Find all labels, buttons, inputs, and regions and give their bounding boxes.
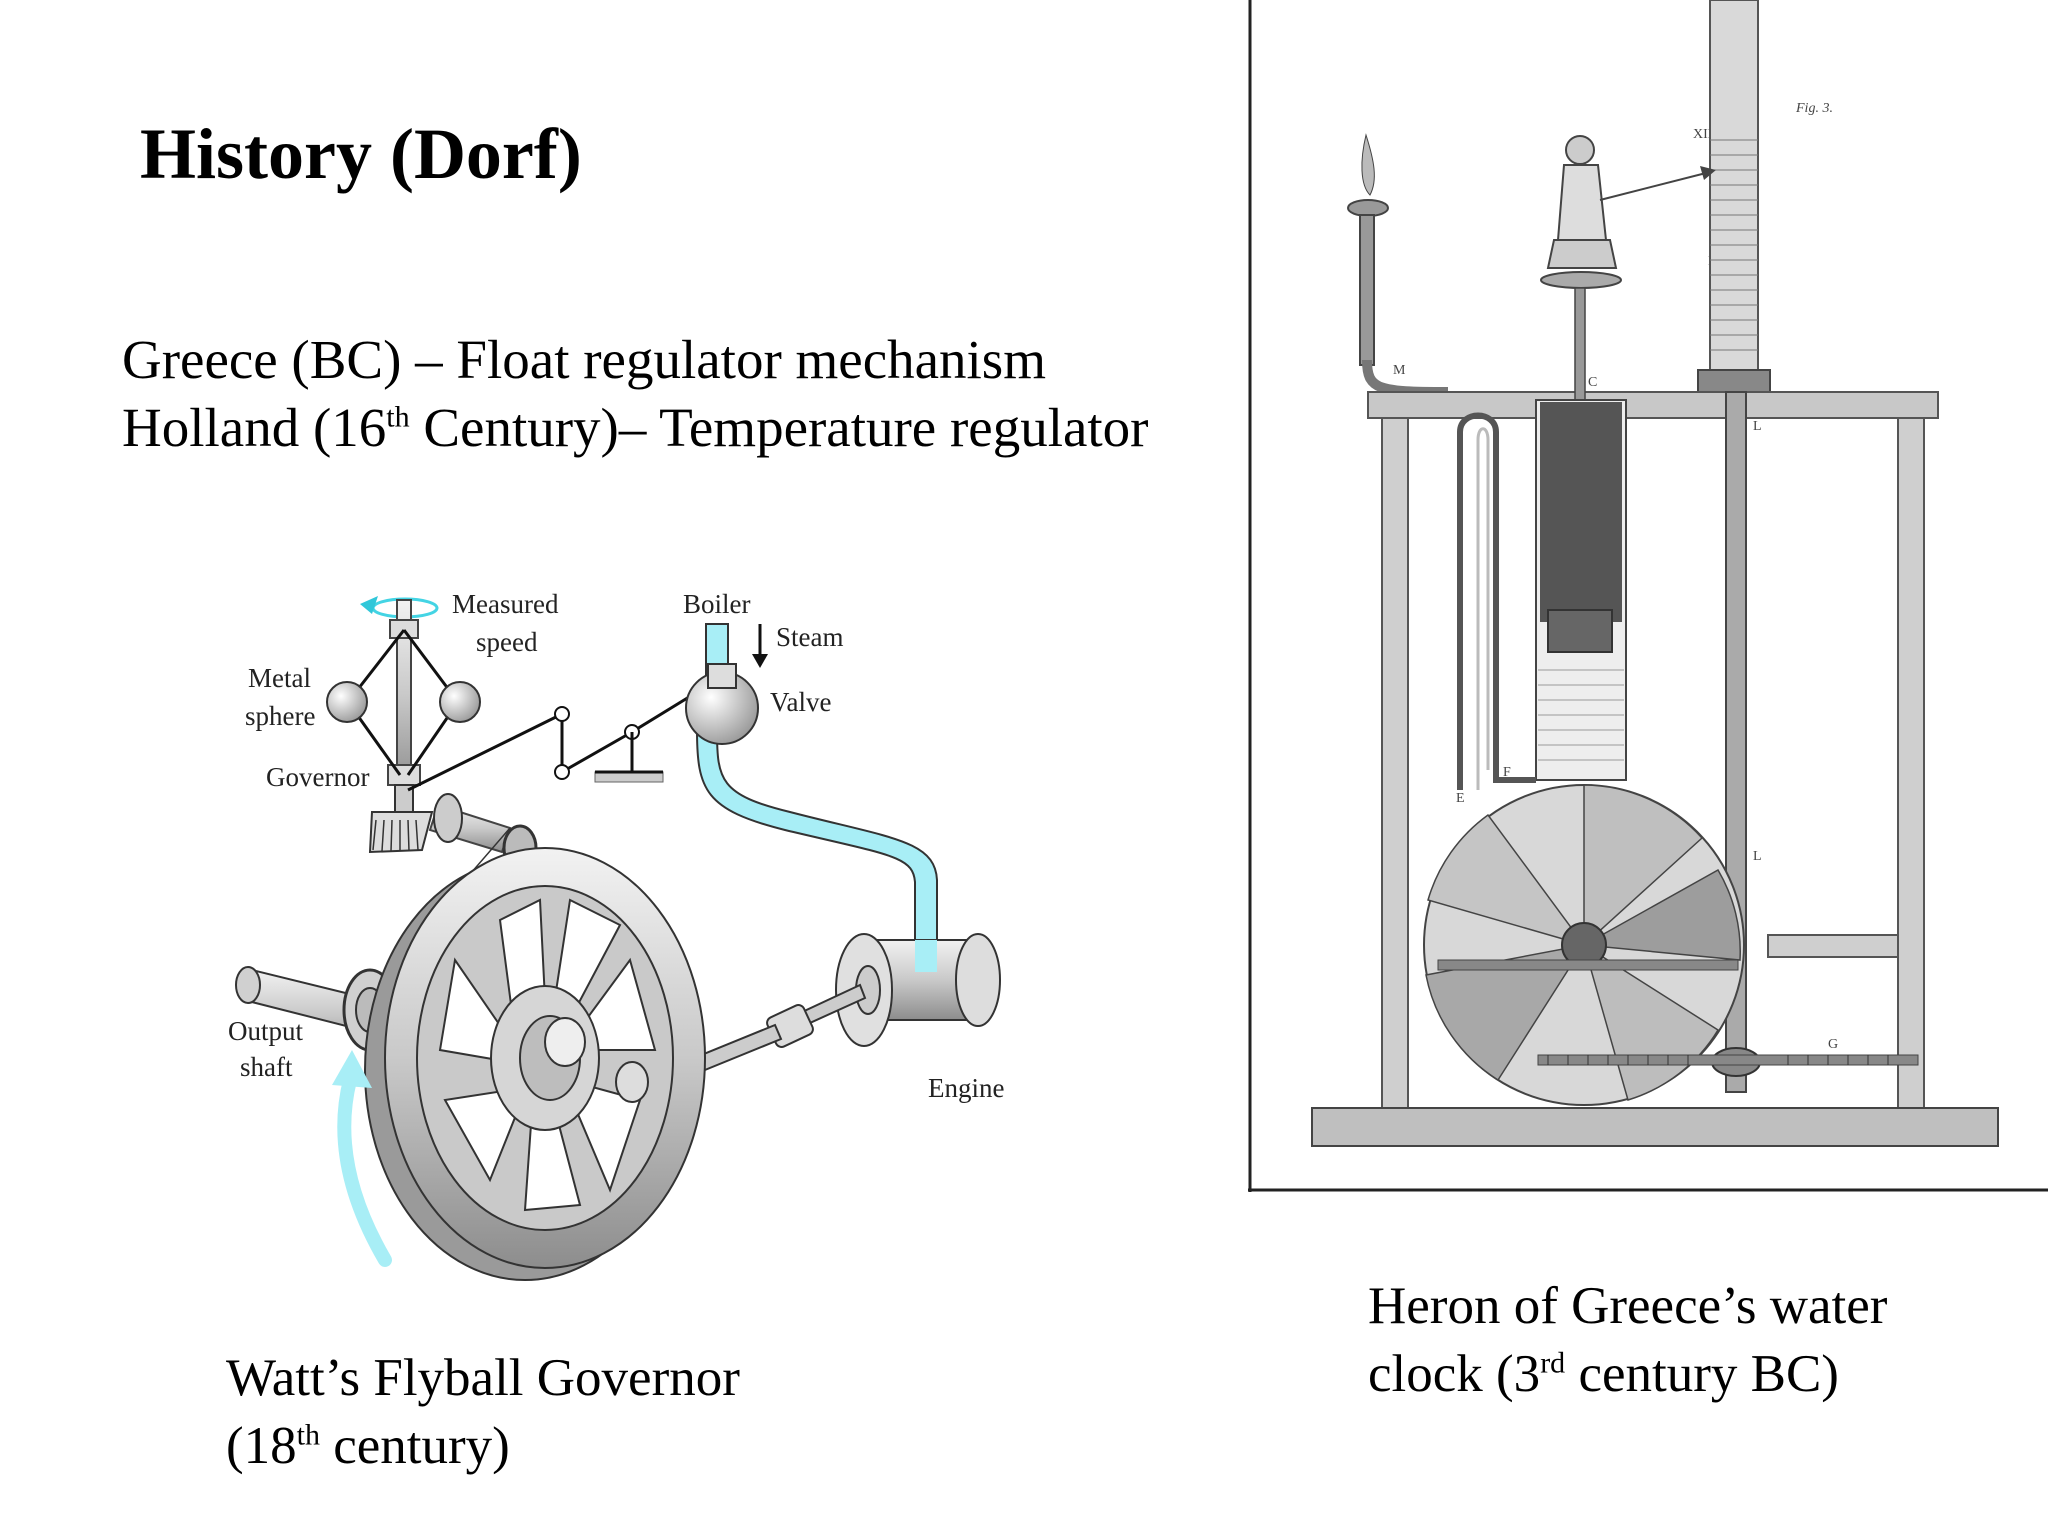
- label-e: E: [1456, 791, 1465, 806]
- water-clock-caption: Heron of Greece’s water clock (3rd centu…: [1368, 1272, 1887, 1408]
- flyball-governor-illustration: Measured speed Boiler Steam Metal sphere…: [228, 589, 1004, 1281]
- clock-frame-top: [1367, 391, 1939, 419]
- label-l2: L: [1753, 849, 1762, 864]
- label-xii: XII: [1693, 127, 1713, 142]
- label-metal: Metal: [248, 663, 311, 693]
- governor-caption-line2-end: century): [320, 1417, 510, 1475]
- history-line-greece-text: Greece (BC) – Float regulator mechanism: [122, 329, 1046, 390]
- steam-pipe: [695, 729, 938, 971]
- figure-pointer: [1540, 135, 1716, 289]
- water-clock-caption-line2: clock (3rd century BC): [1368, 1340, 1887, 1408]
- clock-frame-left-post: [1381, 417, 1409, 1109]
- label-measured: Measured: [452, 589, 559, 619]
- label-sphere: sphere: [245, 701, 315, 731]
- siphon-tube: [1457, 412, 1536, 790]
- clock-frame-right-post: [1897, 417, 1925, 1109]
- label-steam: Steam: [776, 622, 844, 652]
- water-clock-engraving: Fig. 3. XII I M B C L D E F K L I H G: [1248, 0, 2048, 1192]
- steam-arrow-icon: [752, 654, 768, 668]
- governor-caption-line2: (18th century): [226, 1412, 740, 1480]
- water-clock-caption-line2-start: clock (3: [1368, 1345, 1541, 1403]
- label-l1: L: [1753, 419, 1762, 434]
- label-shaft: shaft: [240, 1052, 293, 1082]
- label-valve: Valve: [770, 687, 831, 717]
- governor-caption-line1: Watt’s Flyball Governor: [226, 1349, 740, 1407]
- gear-rack-lower: [1537, 1054, 1919, 1066]
- label-c: C: [1588, 375, 1597, 390]
- governor-caption: Watt’s Flyball Governor (18th century): [226, 1344, 740, 1480]
- clock-base: [1311, 1107, 1999, 1147]
- metal-sphere-left: [326, 681, 368, 723]
- label-governor: Governor: [266, 762, 369, 792]
- flywheel: [364, 847, 706, 1281]
- label-boiler: Boiler: [683, 589, 751, 619]
- label-f: F: [1503, 765, 1511, 780]
- governor-caption-line2-sup: th: [296, 1418, 320, 1452]
- water-clock-caption-line2-end: century BC): [1565, 1345, 1839, 1403]
- slide-title: History (Dorf): [140, 114, 582, 194]
- candle-flame-icon: [1361, 133, 1375, 196]
- label-engine: Engine: [928, 1073, 1004, 1103]
- water-clock-caption-line2-sup: rd: [1540, 1346, 1566, 1380]
- label-output: Output: [228, 1016, 304, 1046]
- history-line-holland-text-end: Century)– Temperature regulator: [409, 397, 1149, 458]
- flywheel-rotation-arrow-icon: [337, 1073, 392, 1267]
- gear-rack-upper: [1437, 959, 1739, 971]
- label-fig: Fig. 3.: [1795, 101, 1833, 116]
- label-speed: speed: [476, 627, 538, 657]
- governor-caption-line2-start: (18: [226, 1417, 297, 1475]
- water-clock-caption-line1: Heron of Greece’s water: [1368, 1277, 1888, 1335]
- metal-sphere-right: [439, 681, 481, 723]
- history-line-greece: Greece (BC) – Float regulator mechanism: [122, 332, 1046, 387]
- label-m: M: [1393, 363, 1406, 378]
- history-line-holland-sup: th: [386, 400, 410, 434]
- rotation-arrow-head-icon: [360, 596, 378, 614]
- history-line-holland: Holland (16th Century)– Temperature regu…: [122, 400, 1148, 455]
- history-line-holland-text: Holland (16: [122, 397, 387, 458]
- bevel-gear: [368, 811, 434, 854]
- label-g: G: [1828, 1037, 1838, 1052]
